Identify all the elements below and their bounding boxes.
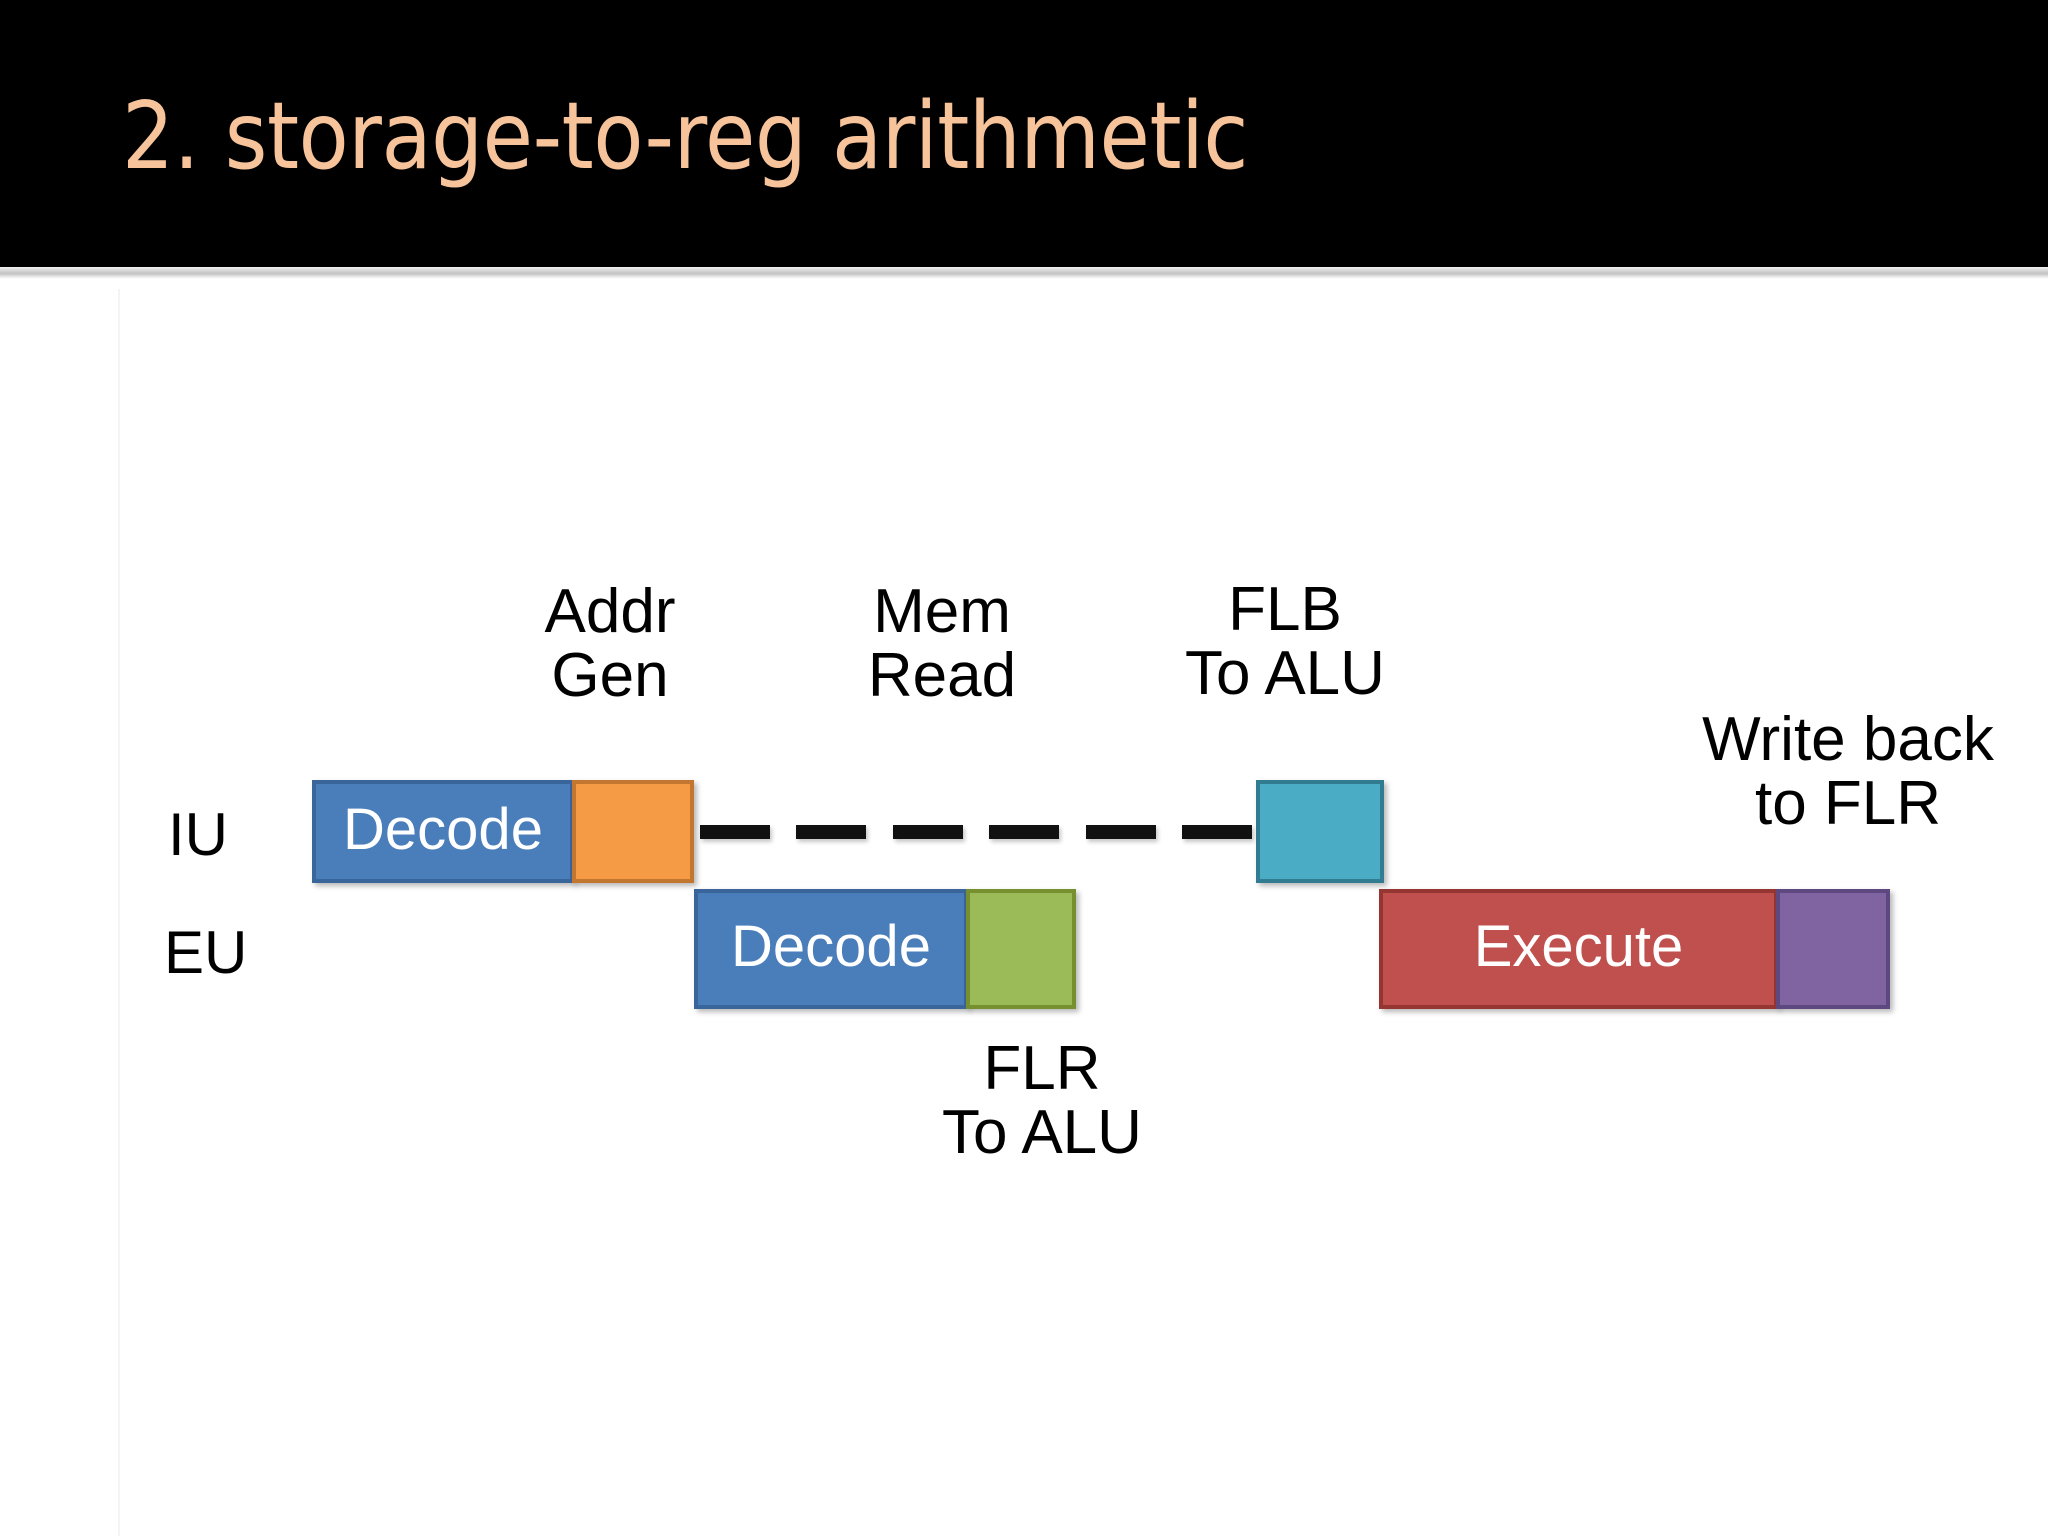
dash-segment — [892, 825, 963, 839]
dash-segment — [1085, 825, 1156, 839]
dash-segment — [1181, 825, 1252, 839]
row-label-iu: IU — [168, 801, 228, 868]
dash-segment — [796, 825, 867, 839]
stage-iu-flb-to-alu[interactable] — [1256, 780, 1384, 883]
stage-eu-decode[interactable]: Decode — [694, 889, 968, 1009]
left-margin-rule — [118, 289, 120, 1536]
annotation-write-back-to-flr: Write back to FLR — [1702, 705, 1994, 838]
row-label-eu: EU — [164, 919, 248, 986]
dash-segment — [700, 825, 770, 839]
stage-eu-execute[interactable]: Execute — [1379, 889, 1778, 1009]
mem-read-dashed-connector — [700, 825, 1252, 839]
annotation-mem-read: Mem Read — [867, 577, 1017, 710]
title-divider — [0, 267, 2048, 279]
stage-eu-flr-to-alu[interactable] — [966, 889, 1076, 1009]
stage-iu-decode[interactable]: Decode — [312, 780, 574, 883]
stage-eu-decode-label: Decode — [731, 914, 931, 979]
stage-iu-addr-gen[interactable] — [572, 780, 694, 883]
dash-segment — [989, 825, 1060, 839]
page-title: 2. storage-to-reg arithmetic — [122, 82, 1248, 190]
annotation-flr-to-alu: FLR To ALU — [942, 1034, 1142, 1167]
annotation-addr-gen: Addr Gen — [544, 577, 676, 710]
stage-iu-decode-label: Decode — [343, 796, 543, 862]
title-bar: 2. storage-to-reg arithmetic — [0, 0, 2048, 267]
stage-eu-execute-label: Execute — [1473, 914, 1684, 979]
stage-eu-writeback[interactable] — [1776, 889, 1890, 1009]
annotation-flb-to-alu: FLB To ALU — [1185, 575, 1385, 708]
